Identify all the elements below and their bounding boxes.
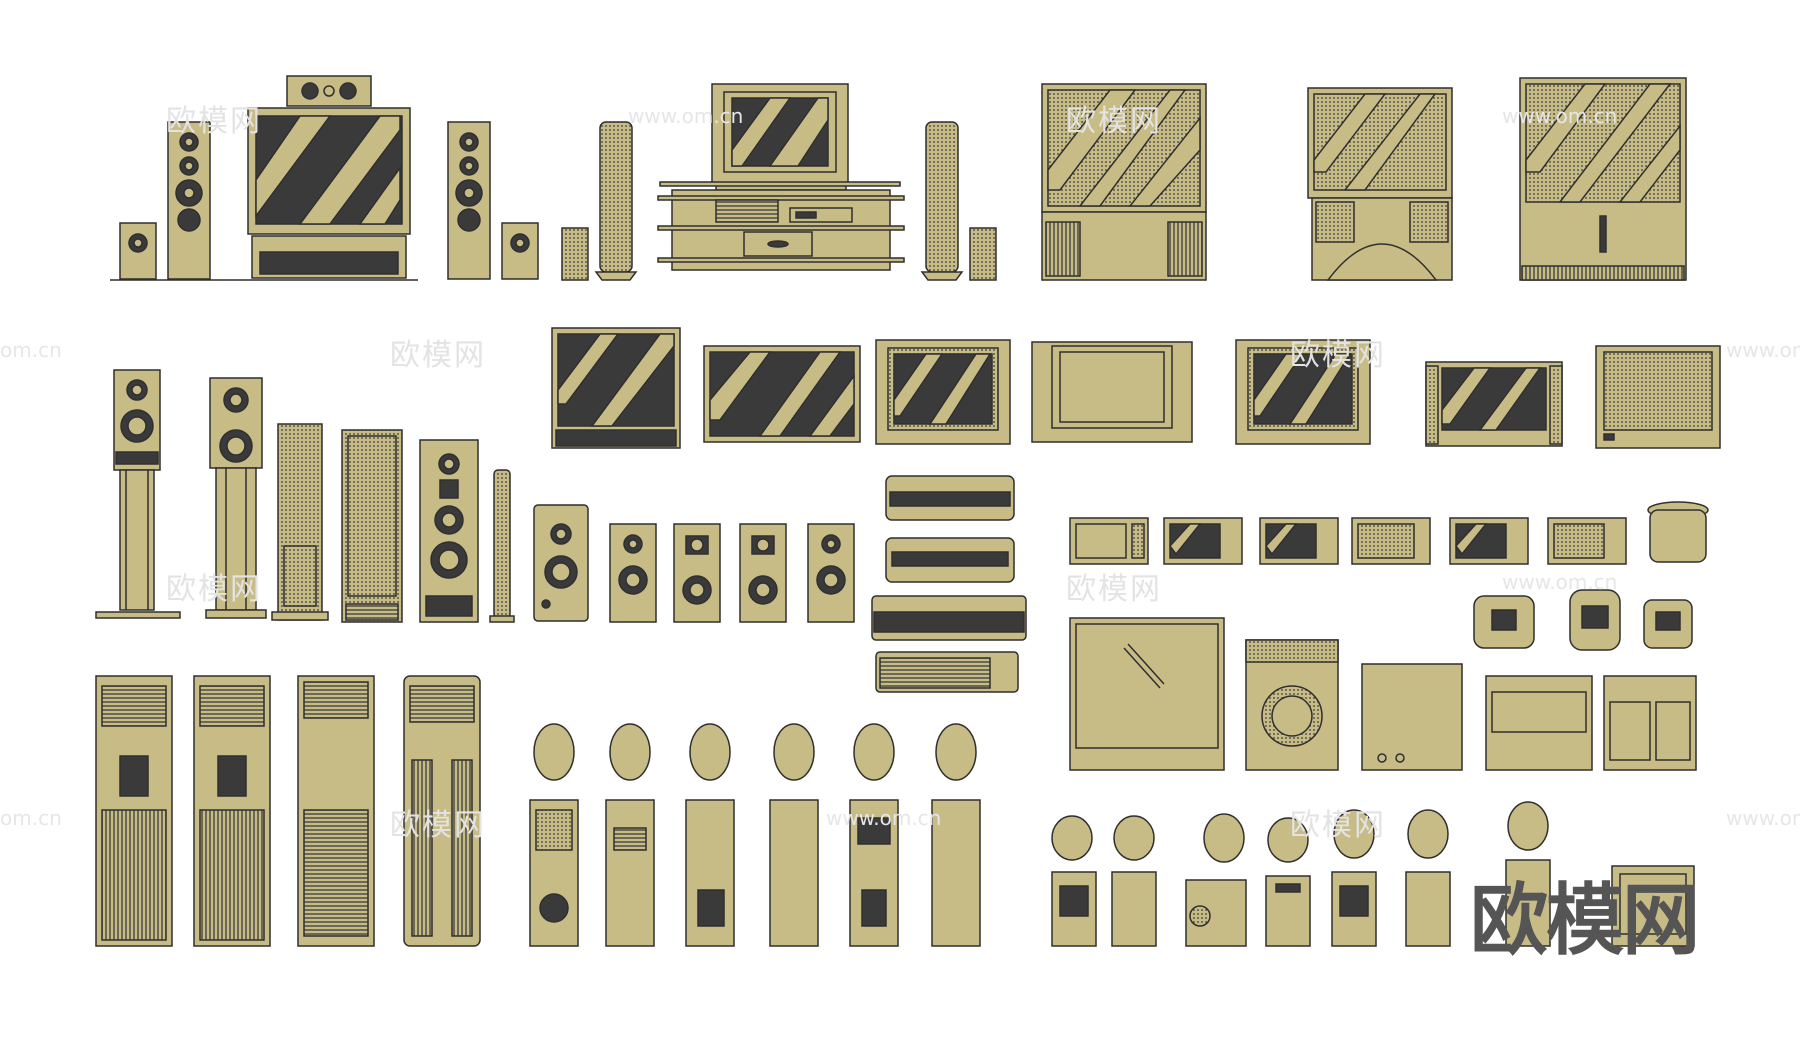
watermark-url: www.om.cn <box>826 806 942 830</box>
brand-logo: 欧模网 <box>1470 876 1700 966</box>
projection-tv-1 <box>1041 83 1207 281</box>
watermark-text: 欧模网 <box>1290 808 1386 843</box>
watermark-text: 欧模网 <box>166 572 262 607</box>
watermark-url: www.om.cn <box>628 104 744 128</box>
watermark-url: om.cn <box>0 806 62 830</box>
water-dispensers-row-1 <box>529 723 981 947</box>
tv-row-2 <box>551 327 1721 449</box>
wall-air-conditioners <box>871 475 1027 693</box>
watermark-url: www.om.cn <box>1726 806 1800 830</box>
water-dispensers-row-2 <box>1051 801 1695 947</box>
watermark-text: 欧模网 <box>390 808 486 843</box>
floor-speakers <box>95 369 515 623</box>
watermark-text: 欧模网 <box>1066 104 1162 139</box>
watermark-text: 欧模网 <box>166 104 262 139</box>
watermark-url: www.om.cn <box>1726 338 1800 362</box>
watermark-url: www.om.cn <box>1502 104 1618 128</box>
projection-tv-2 <box>1307 87 1453 281</box>
floor-air-conditioners <box>95 675 481 947</box>
home-theater-set-2 <box>561 83 997 281</box>
watermark-text: 欧模网 <box>1290 338 1386 373</box>
microwaves <box>1069 517 1627 565</box>
watermark-url: om.cn <box>0 338 62 362</box>
rice-cookers <box>1473 501 1709 651</box>
watermark-text: 欧模网 <box>1066 572 1162 607</box>
fridge-and-washers <box>1069 617 1697 771</box>
watermark-url: www.om.cn <box>1502 570 1618 594</box>
bookshelf-speakers <box>533 504 855 623</box>
home-theater-set-1 <box>110 75 539 281</box>
projection-tv-3 <box>1519 77 1687 281</box>
watermark-text: 欧模网 <box>390 338 486 373</box>
